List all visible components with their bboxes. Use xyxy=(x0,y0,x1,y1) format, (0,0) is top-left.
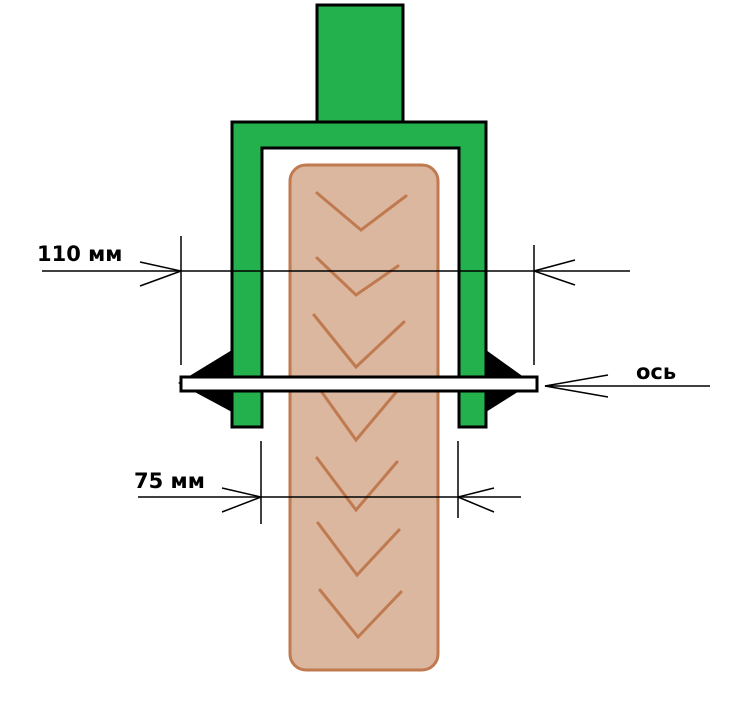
axle-pointer-arrow xyxy=(544,374,710,398)
fork-body xyxy=(230,120,488,429)
tread-pattern xyxy=(312,191,408,640)
tire xyxy=(288,163,440,672)
outer-width-dimension xyxy=(42,236,630,365)
outer-width-label: 110 мм xyxy=(37,242,122,266)
axle-label: ось xyxy=(636,360,676,384)
axle xyxy=(179,375,539,393)
fork-stem xyxy=(315,3,405,126)
inner-width-dimension xyxy=(138,441,521,524)
inner-width-label: 75 мм xyxy=(134,469,205,493)
